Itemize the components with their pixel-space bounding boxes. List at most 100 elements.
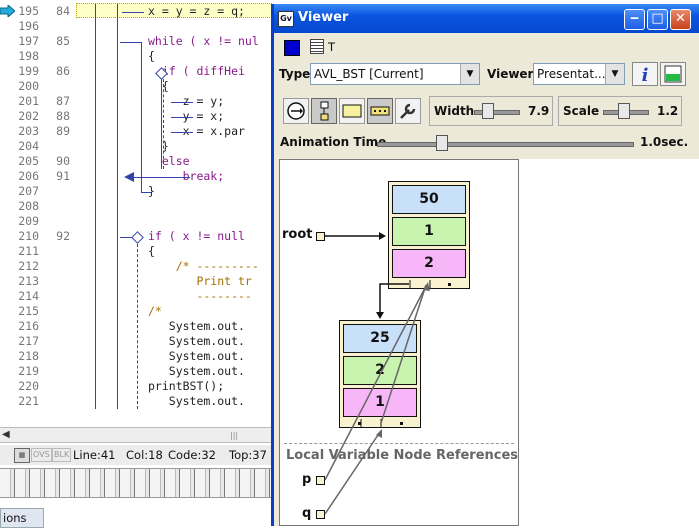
code-line[interactable]: 209 [0, 214, 699, 229]
break-arrow-icon [124, 172, 134, 182]
viewer-title-bar[interactable]: Gv Viewer ‒ □ ✕ [274, 4, 699, 33]
code-line-index: 91 [56, 169, 70, 183]
code-line[interactable]: 213 Print tr [0, 274, 699, 289]
csd-bar [117, 4, 118, 409]
status-grid-icon[interactable]: ▦ [14, 448, 30, 463]
type-select[interactable]: AVL_BST [Current] ▼ [310, 63, 480, 85]
code-line[interactable]: 198{ [0, 49, 699, 64]
status-col: Col:18 [126, 448, 163, 462]
line-number: 217 [18, 334, 39, 348]
node-value: 50 [392, 185, 466, 214]
viewer-toolbar-top: T [274, 34, 699, 60]
line-number: 209 [18, 214, 39, 228]
animation-slider-thumb[interactable] [435, 135, 448, 151]
null-link-dot [400, 422, 403, 425]
code-line[interactable]: 196 [0, 19, 699, 34]
code-line[interactable]: 208 [0, 199, 699, 214]
code-text: { [148, 49, 155, 63]
code-line[interactable]: 202 88 y = x; [0, 109, 699, 124]
csd-if-line [120, 237, 132, 238]
scale-slider-thumb[interactable] [617, 103, 630, 119]
line-number: 196 [18, 19, 39, 33]
code-line-index: 88 [56, 109, 70, 123]
width-slider-thumb[interactable] [482, 103, 495, 119]
chevron-down-icon[interactable]: ▼ [460, 64, 479, 84]
tree-layout-button[interactable] [311, 98, 337, 124]
code-text: } [148, 139, 169, 153]
messages-tab[interactable]: ions [0, 508, 44, 528]
code-line-index: 89 [56, 124, 70, 138]
code-text: /* --------- [148, 259, 259, 273]
links-view-button[interactable] [367, 98, 393, 124]
tree-node[interactable]: 50 1 2 [388, 181, 470, 289]
node-height: 2 [392, 249, 466, 278]
status-code: Code:32 [168, 448, 216, 462]
animation-time-value: 1.0sec. [640, 135, 689, 149]
line-number: 210 [18, 229, 39, 243]
code-line[interactable]: 200 { [0, 79, 699, 94]
animation-slider-track[interactable] [377, 142, 634, 147]
code-line-index: 87 [56, 94, 70, 108]
line-number: 202 [18, 109, 39, 123]
node-view-button[interactable] [339, 98, 365, 124]
code-line[interactable]: 221 System.out. [0, 394, 699, 409]
pointer-arrows [324, 232, 451, 515]
root-pointer-box [316, 232, 325, 241]
code-line[interactable]: 216 System.out. [0, 319, 699, 334]
svg-text:i: i [642, 65, 649, 85]
code-text: } [148, 184, 155, 198]
minimize-button[interactable]: ‒ [624, 9, 645, 30]
csd-stmt-line [171, 102, 193, 103]
arrow-circle-icon [287, 102, 305, 120]
code-line[interactable]: 214 -------- [0, 289, 699, 304]
code-text: x = x.par [148, 124, 245, 138]
editor-horizontal-scrollbar[interactable]: ◀ ||| [0, 427, 272, 443]
file-tab-strip[interactable] [0, 468, 272, 498]
code-line[interactable]: 219 System.out. [0, 364, 699, 379]
info-button[interactable]: i [632, 62, 658, 86]
line-number: 214 [18, 289, 39, 303]
csd-if-bar [161, 79, 162, 169]
code-line[interactable]: 204 } [0, 139, 699, 154]
code-line[interactable]: 217 System.out. [0, 334, 699, 349]
csd-stmt-line [171, 132, 193, 133]
jgrasp-app-icon: Gv [278, 11, 294, 27]
settings-button[interactable] [395, 98, 421, 124]
code-line[interactable]: 212 /* --------- [0, 259, 699, 274]
code-line[interactable]: 211{ [0, 244, 699, 259]
viewer-select[interactable]: Presentat... ▼ [533, 63, 625, 85]
step-button[interactable] [283, 98, 309, 124]
line-number: 219 [18, 364, 39, 378]
view-panel-button[interactable] [660, 62, 686, 86]
maximize-button[interactable]: □ [647, 9, 668, 30]
width-slider-track[interactable] [474, 110, 520, 115]
scale-control: Scale 1.2 [558, 96, 682, 126]
line-number: 200 [18, 79, 39, 93]
code-line[interactable]: 207} [0, 184, 699, 199]
scroll-left-arrow-icon[interactable]: ◀ [2, 429, 10, 440]
code-line[interactable]: 215/* [0, 304, 699, 319]
overstrike-mode[interactable]: OVS [31, 448, 52, 462]
block-mode[interactable]: BLK [52, 448, 72, 462]
editor-status-bar: ▦ OVS BLK Line:41 Col:18 Code:32 Top:37 [0, 445, 272, 465]
color-swatch[interactable] [284, 40, 300, 56]
scroll-thumb[interactable]: ||| [230, 431, 239, 440]
code-text: y = x; [148, 109, 225, 123]
code-line[interactable]: 218 System.out. [0, 349, 699, 364]
structure-canvas[interactable]: 50 1 2 25 2 1 root Local Variable Node R… [279, 159, 519, 526]
code-text: System.out. [148, 334, 245, 348]
chevron-down-icon[interactable]: ▼ [605, 64, 624, 84]
close-button[interactable]: ✕ [670, 9, 691, 30]
code-text: { [148, 244, 155, 258]
tree-node[interactable]: 25 2 1 [339, 320, 421, 428]
text-view-icon[interactable] [310, 39, 324, 54]
